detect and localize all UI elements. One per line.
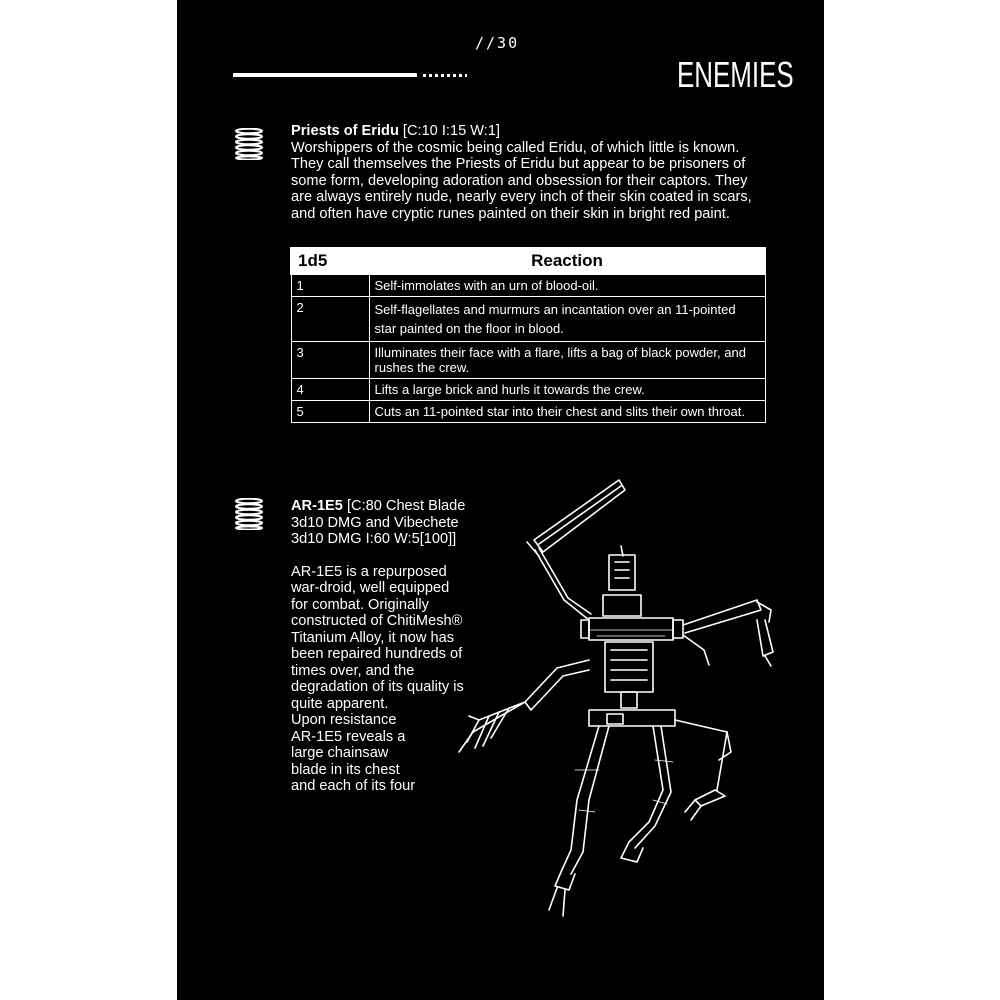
reaction-table: 1d5 Reaction 1 Self-immolates with an ur… [290, 247, 766, 423]
header-rule-dots [423, 74, 467, 77]
ar1e5-header: AR-1E5 [C:80 Chest Blade 3d10 DMG and Vi… [291, 498, 491, 548]
description-line: blade in its chest [291, 761, 400, 778]
ar1e5-name: AR-1E5 [291, 498, 343, 514]
description-line: large chainsaw [291, 745, 389, 761]
reaction-cell: Cuts an 11-pointed star into their chest… [368, 400, 766, 423]
spring-icon [235, 128, 263, 160]
table-row: 2 Self-flagellates and murmurs an incant… [290, 296, 766, 342]
description-line: Upon resistance [291, 712, 397, 728]
priests-entry: Priests of Eridu [C:10 I:15 W:1] Worship… [291, 123, 771, 222]
description-line: degradation of its quality is [291, 679, 464, 695]
description-line: Titanium Alloy, it now has [291, 629, 455, 646]
roll-cell: 1 [290, 273, 370, 297]
description-line: constructed of ChitiMesh® [291, 613, 463, 629]
reaction-cell: Lifts a large brick and hurls it towards… [368, 378, 766, 401]
header-rule [233, 73, 417, 77]
ar1e5-stats: [C:80 Chest Blade 3d10 DMG and Vibechete… [291, 498, 466, 547]
reaction-table-header: 1d5 Reaction [290, 247, 766, 275]
roll-cell: 5 [290, 400, 370, 423]
rulebook-page: //30 ENEMIES Priests of Eridu [C:10 I:15… [177, 0, 824, 1000]
description-line: AR-1E5 reveals a [291, 728, 406, 745]
description-line: been repaired hundreds of [291, 646, 463, 662]
description-line: for combat. Originally [291, 596, 429, 613]
section-title: ENEMIES [677, 54, 794, 95]
ar1e5-description: AR-1E5 is a repurposed war-droid, well e… [291, 564, 491, 795]
ar1e5-entry: AR-1E5 [C:80 Chest Blade 3d10 DMG and Vi… [291, 498, 491, 795]
roll-cell: 2 [290, 296, 370, 342]
table-row: 1 Self-immolates with an urn of blood-oi… [290, 273, 766, 297]
reaction-cell: Self-flagellates and murmurs an incantat… [368, 296, 766, 342]
reaction-cell: Self-immolates with an urn of blood-oil. [368, 273, 766, 297]
description-line: times over, and the [291, 662, 415, 679]
table-row: 3 Illuminates their face with a flare, l… [290, 341, 766, 379]
reaction-cell: Illuminates their face with a flare, lif… [368, 341, 766, 379]
roll-cell: 4 [290, 378, 370, 401]
description-line: and each of its four [291, 778, 416, 794]
priests-name: Priests of Eridu [291, 123, 399, 139]
table-row: 4 Lifts a large brick and hurls it towar… [290, 378, 766, 401]
description-line: AR-1E5 is a repurposed [291, 563, 447, 580]
priests-description: Worshippers of the cosmic being called E… [291, 139, 752, 222]
priests-stats: [C:10 I:15 W:1] [402, 123, 500, 139]
header-reaction: Reaction [368, 247, 766, 275]
roll-cell: 3 [290, 341, 370, 379]
description-line: war-droid, well equipped [291, 580, 450, 596]
header-roll: 1d5 [290, 247, 370, 275]
spring-icon [235, 498, 263, 530]
robot-sketch-illustration [458, 479, 774, 917]
page-number: //30 [475, 34, 520, 52]
table-row: 5 Cuts an 11-pointed star into their che… [290, 400, 766, 423]
description-line: quite apparent. [291, 695, 389, 712]
